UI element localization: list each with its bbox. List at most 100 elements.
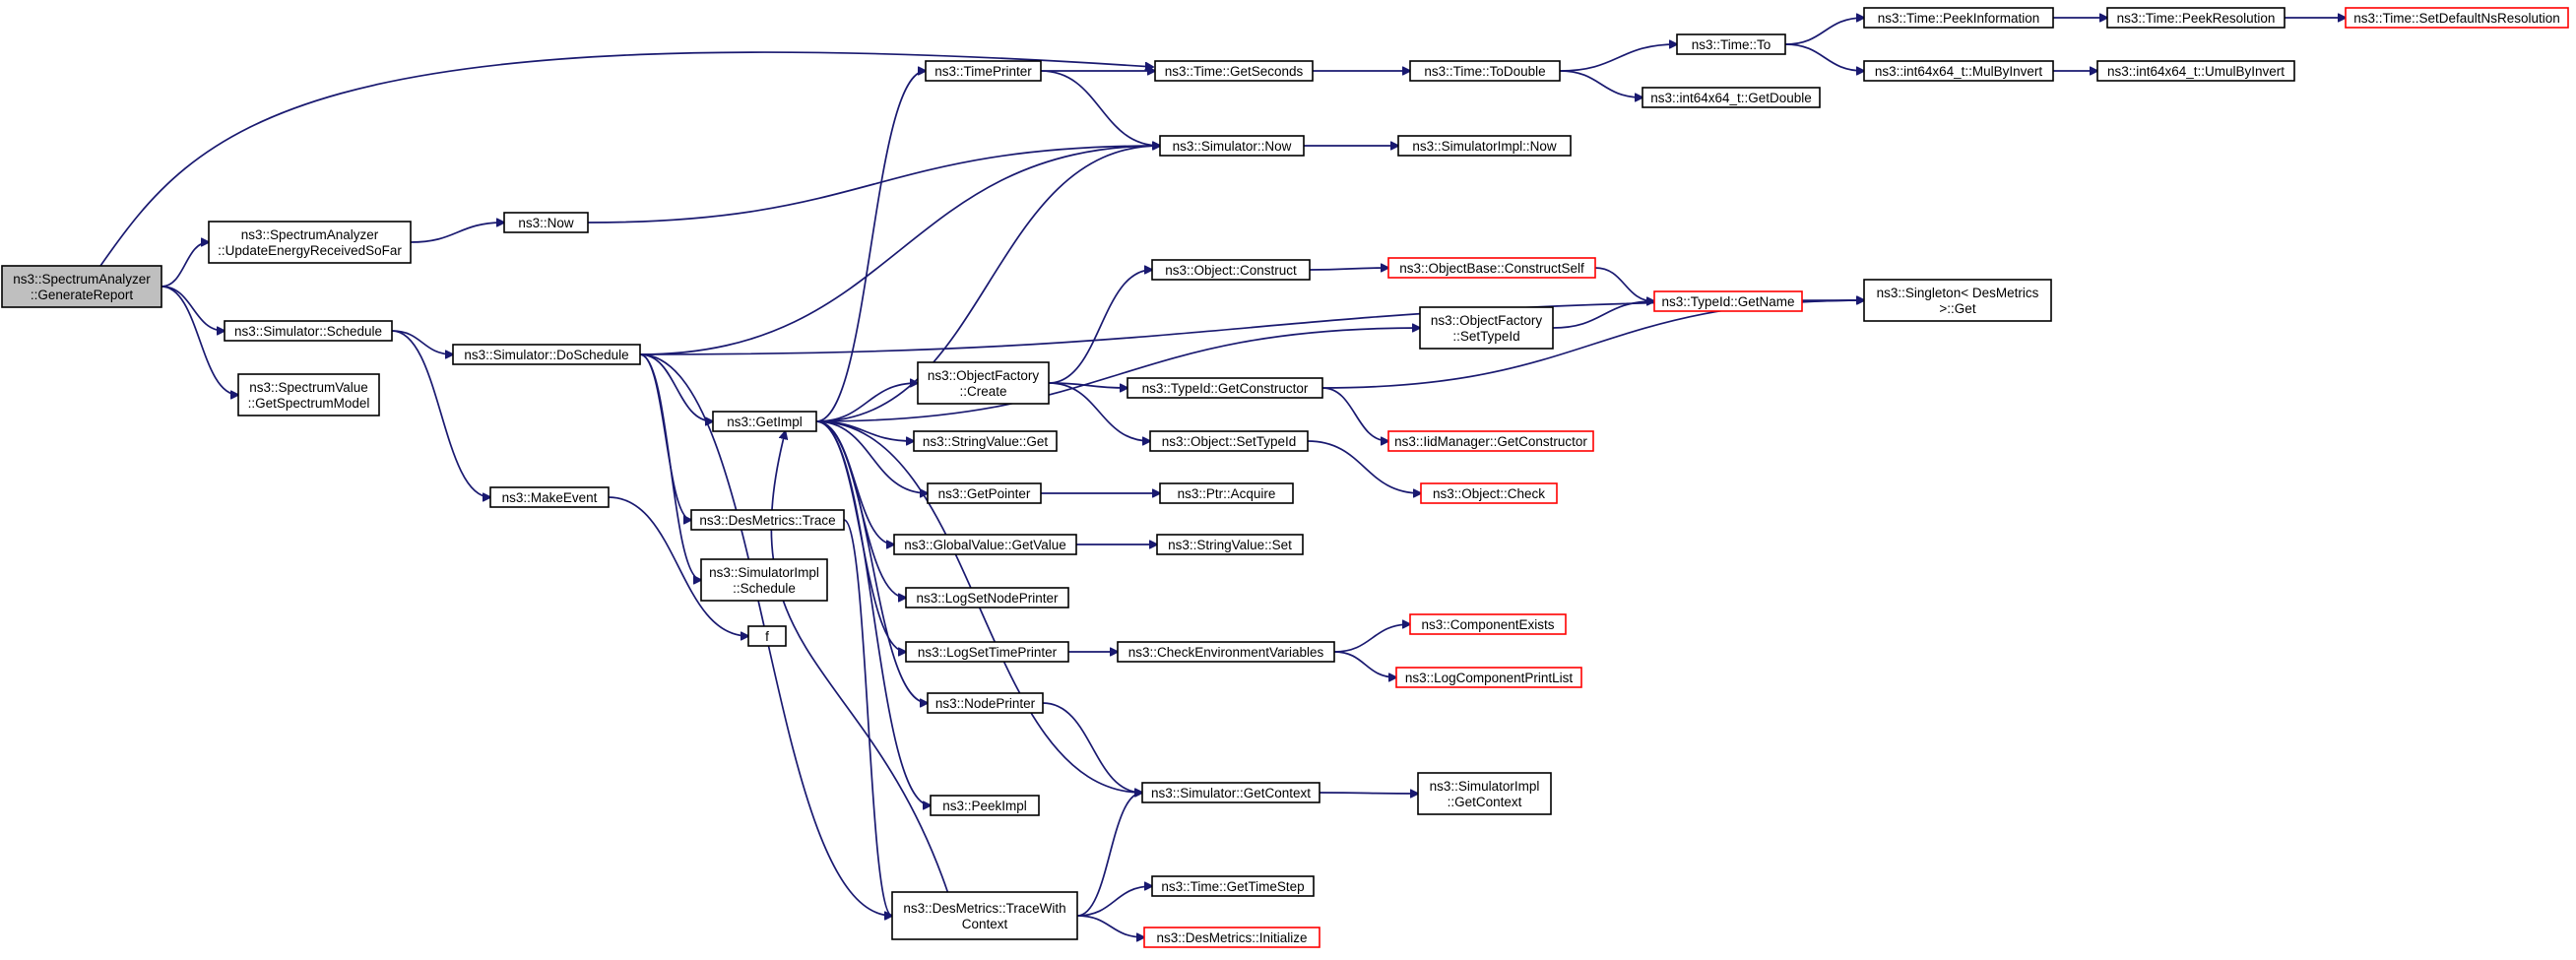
graph-node-makeEvent[interactable]: ns3::MakeEvent bbox=[489, 486, 610, 508]
graph-node-objFactorySetTypeId[interactable]: ns3::ObjectFactory::SetTypeId bbox=[1419, 306, 1554, 350]
node-label: ns3::LogSetTimePrinter bbox=[918, 645, 1058, 660]
node-box bbox=[208, 221, 412, 264]
graph-node-doSchedule[interactable]: ns3::Simulator::DoSchedule bbox=[452, 344, 641, 365]
graph-node-stringValueSet[interactable]: ns3::StringValue::Set bbox=[1156, 534, 1304, 555]
node-box bbox=[893, 534, 1077, 555]
graph-node-typeIdGetCtor[interactable]: ns3::TypeId::GetConstructor bbox=[1127, 377, 1323, 399]
node-label: ns3::Object::SetTypeId bbox=[1162, 434, 1297, 449]
edge-line bbox=[1076, 886, 1152, 917]
graph-node-getPointer[interactable]: ns3::GetPointer bbox=[927, 482, 1042, 504]
edge-now-to-simNow bbox=[587, 146, 1160, 224]
graph-node-simImplNow[interactable]: ns3::SimulatorImpl::Now bbox=[1397, 135, 1572, 157]
node-label: ns3::Simulator::GetContext bbox=[1151, 786, 1311, 800]
edge-line bbox=[815, 420, 928, 493]
edge-line bbox=[1309, 268, 1388, 270]
graph-node-simNow[interactable]: ns3::Simulator::Now bbox=[1159, 135, 1305, 157]
edge-line bbox=[639, 353, 701, 580]
node-box bbox=[1676, 33, 1786, 55]
node-box bbox=[2096, 60, 2295, 82]
edge-timeTo-to-int64MulByInvert bbox=[1784, 43, 1864, 71]
graph-node-f[interactable]: f bbox=[747, 625, 787, 647]
node-label: ns3::Simulator::DoSchedule bbox=[464, 348, 628, 362]
edge-makeEvent-to-f bbox=[608, 496, 748, 636]
node-label: ns3::int64x64_t::UmulByInvert bbox=[2107, 64, 2285, 79]
graph-node-updateEnergy[interactable]: ns3::SpectrumAnalyzer::UpdateEnergyRecei… bbox=[208, 221, 412, 264]
node-label: ns3::Time::PeekInformation bbox=[1878, 11, 2040, 26]
node-box bbox=[1159, 482, 1294, 504]
node-label: ns3::SimulatorImpl bbox=[1430, 779, 1540, 794]
node-label: ns3::TimePrinter bbox=[934, 64, 1032, 79]
node-box bbox=[1397, 135, 1572, 157]
node-label: ns3::SpectrumAnalyzer bbox=[13, 272, 151, 287]
node-box bbox=[2345, 7, 2569, 29]
graph-node-int64MulByInvert[interactable]: ns3::int64x64_t::MulByInvert bbox=[1863, 60, 2054, 82]
graph-node-stringValueGet[interactable]: ns3::StringValue::Get bbox=[913, 430, 1058, 452]
edge-line bbox=[815, 420, 928, 703]
graph-node-now[interactable]: ns3::Now bbox=[503, 212, 589, 233]
node-label: ns3::DesMetrics::Trace bbox=[699, 513, 835, 528]
graph-node-singletonGet[interactable]: ns3::Singleton< DesMetrics>::Get bbox=[1863, 279, 2052, 322]
graph-node-globalGetValue[interactable]: ns3::GlobalValue::GetValue bbox=[893, 534, 1077, 555]
graph-node-int64UmulByInvert[interactable]: ns3::int64x64_t::UmulByInvert bbox=[2096, 60, 2295, 82]
graph-node-int64GetDouble[interactable]: ns3::int64x64_t::GetDouble bbox=[1642, 87, 1821, 108]
graph-node-objCheck[interactable]: ns3::Object::Check bbox=[1420, 482, 1558, 504]
node-box bbox=[1387, 430, 1594, 452]
edge-typeIdGetCtor-to-singletonGet bbox=[1321, 300, 1864, 389]
graph-node-componentExists[interactable]: ns3::ComponentExists bbox=[1409, 613, 1567, 635]
graph-node-desTrace[interactable]: ns3::DesMetrics::Trace bbox=[690, 509, 845, 531]
graph-node-timeGetSeconds[interactable]: ns3::Time::GetSeconds bbox=[1154, 60, 1314, 82]
graph-node-logSetNodePrinter[interactable]: ns3::LogSetNodePrinter bbox=[905, 587, 1069, 608]
edge-line bbox=[1319, 793, 1418, 794]
graph-node-timeGetTimeStep[interactable]: ns3::Time::GetTimeStep bbox=[1151, 875, 1315, 897]
graph-node-timeToDouble[interactable]: ns3::Time::ToDouble bbox=[1409, 60, 1561, 82]
graph-node-logSetTimePrinter[interactable]: ns3::LogSetTimePrinter bbox=[905, 641, 1069, 663]
graph-node-simImplGetContext[interactable]: ns3::SimulatorImpl::GetContext bbox=[1417, 772, 1552, 815]
graph-node-ptrAcquire[interactable]: ns3::Ptr::Acquire bbox=[1159, 482, 1294, 504]
edge-updateEnergy-to-now bbox=[410, 223, 504, 243]
graph-node-peekImpl[interactable]: ns3::PeekImpl bbox=[930, 795, 1040, 816]
graph-node-objConstruct[interactable]: ns3::Object::Construct bbox=[1151, 259, 1311, 281]
graph-node-root[interactable]: ns3::SpectrumAnalyzer::GenerateReport bbox=[1, 265, 162, 308]
graph-node-timePeekRes[interactable]: ns3::Time::PeekResolution bbox=[2106, 7, 2286, 29]
edge-schedule-to-doSchedule bbox=[391, 330, 453, 354]
edge-line bbox=[161, 286, 238, 395]
node-box bbox=[1117, 641, 1335, 663]
graph-node-objBaseConstructSelf[interactable]: ns3::ObjectBase::ConstructSelf bbox=[1387, 257, 1596, 279]
node-label: ns3::Simulator::Schedule bbox=[234, 324, 382, 339]
graph-node-checkEnv[interactable]: ns3::CheckEnvironmentVariables bbox=[1117, 641, 1335, 663]
graph-node-objSetTypeId[interactable]: ns3::Object::SetTypeId bbox=[1149, 430, 1309, 452]
edge-line bbox=[1048, 382, 1150, 441]
edge-line bbox=[1784, 43, 1864, 71]
node-label: f bbox=[765, 629, 769, 644]
edge-line bbox=[1559, 70, 1642, 97]
edge-timePrinter-to-simNow bbox=[1040, 70, 1160, 146]
graph-node-timePeekInfo[interactable]: ns3::Time::PeekInformation bbox=[1863, 7, 2054, 29]
edge-line bbox=[587, 146, 1160, 224]
node-box bbox=[1387, 257, 1596, 279]
graph-node-implSchedule[interactable]: ns3::SimulatorImpl::Schedule bbox=[700, 558, 828, 602]
graph-node-timeTo[interactable]: ns3::Time::To bbox=[1676, 33, 1786, 55]
node-label: ns3::LogSetNodePrinter bbox=[916, 591, 1059, 606]
node-label: ::GetContext bbox=[1448, 795, 1522, 809]
graph-node-getImpl[interactable]: ns3::GetImpl bbox=[712, 411, 817, 432]
node-label: ns3::GetImpl bbox=[727, 415, 803, 429]
node-box bbox=[712, 411, 817, 432]
graph-node-objFactoryCreate[interactable]: ns3::ObjectFactory::Create bbox=[917, 361, 1050, 405]
graph-node-timePrinter[interactable]: ns3::TimePrinter bbox=[925, 60, 1042, 82]
graph-node-getSpectrumModel[interactable]: ns3::SpectrumValue::GetSpectrumModel bbox=[237, 373, 380, 416]
node-box bbox=[1420, 482, 1558, 504]
graph-node-schedule[interactable]: ns3::Simulator::Schedule bbox=[224, 320, 393, 342]
graph-node-logComponentPrintList[interactable]: ns3::LogComponentPrintList bbox=[1395, 667, 1582, 688]
graph-node-desInitialize[interactable]: ns3::DesMetrics::Initialize bbox=[1143, 927, 1320, 948]
node-label: ns3::MakeEvent bbox=[502, 490, 598, 505]
graph-node-timeSetDefaultNsRes[interactable]: ns3::Time::SetDefaultNsResolution bbox=[2345, 7, 2569, 29]
edge-objSetTypeId-to-objCheck bbox=[1307, 440, 1421, 493]
node-label: ns3::Time::PeekResolution bbox=[2117, 11, 2276, 26]
graph-node-iidGetCtor[interactable]: ns3::IidManager::GetConstructor bbox=[1387, 430, 1594, 452]
graph-node-simGetContext[interactable]: ns3::Simulator::GetContext bbox=[1141, 782, 1320, 803]
edge-line bbox=[1333, 624, 1410, 653]
graph-node-nodePrinter[interactable]: ns3::NodePrinter bbox=[927, 692, 1044, 714]
graph-node-typeIdGetName[interactable]: ns3::TypeId::GetName bbox=[1653, 290, 1803, 312]
